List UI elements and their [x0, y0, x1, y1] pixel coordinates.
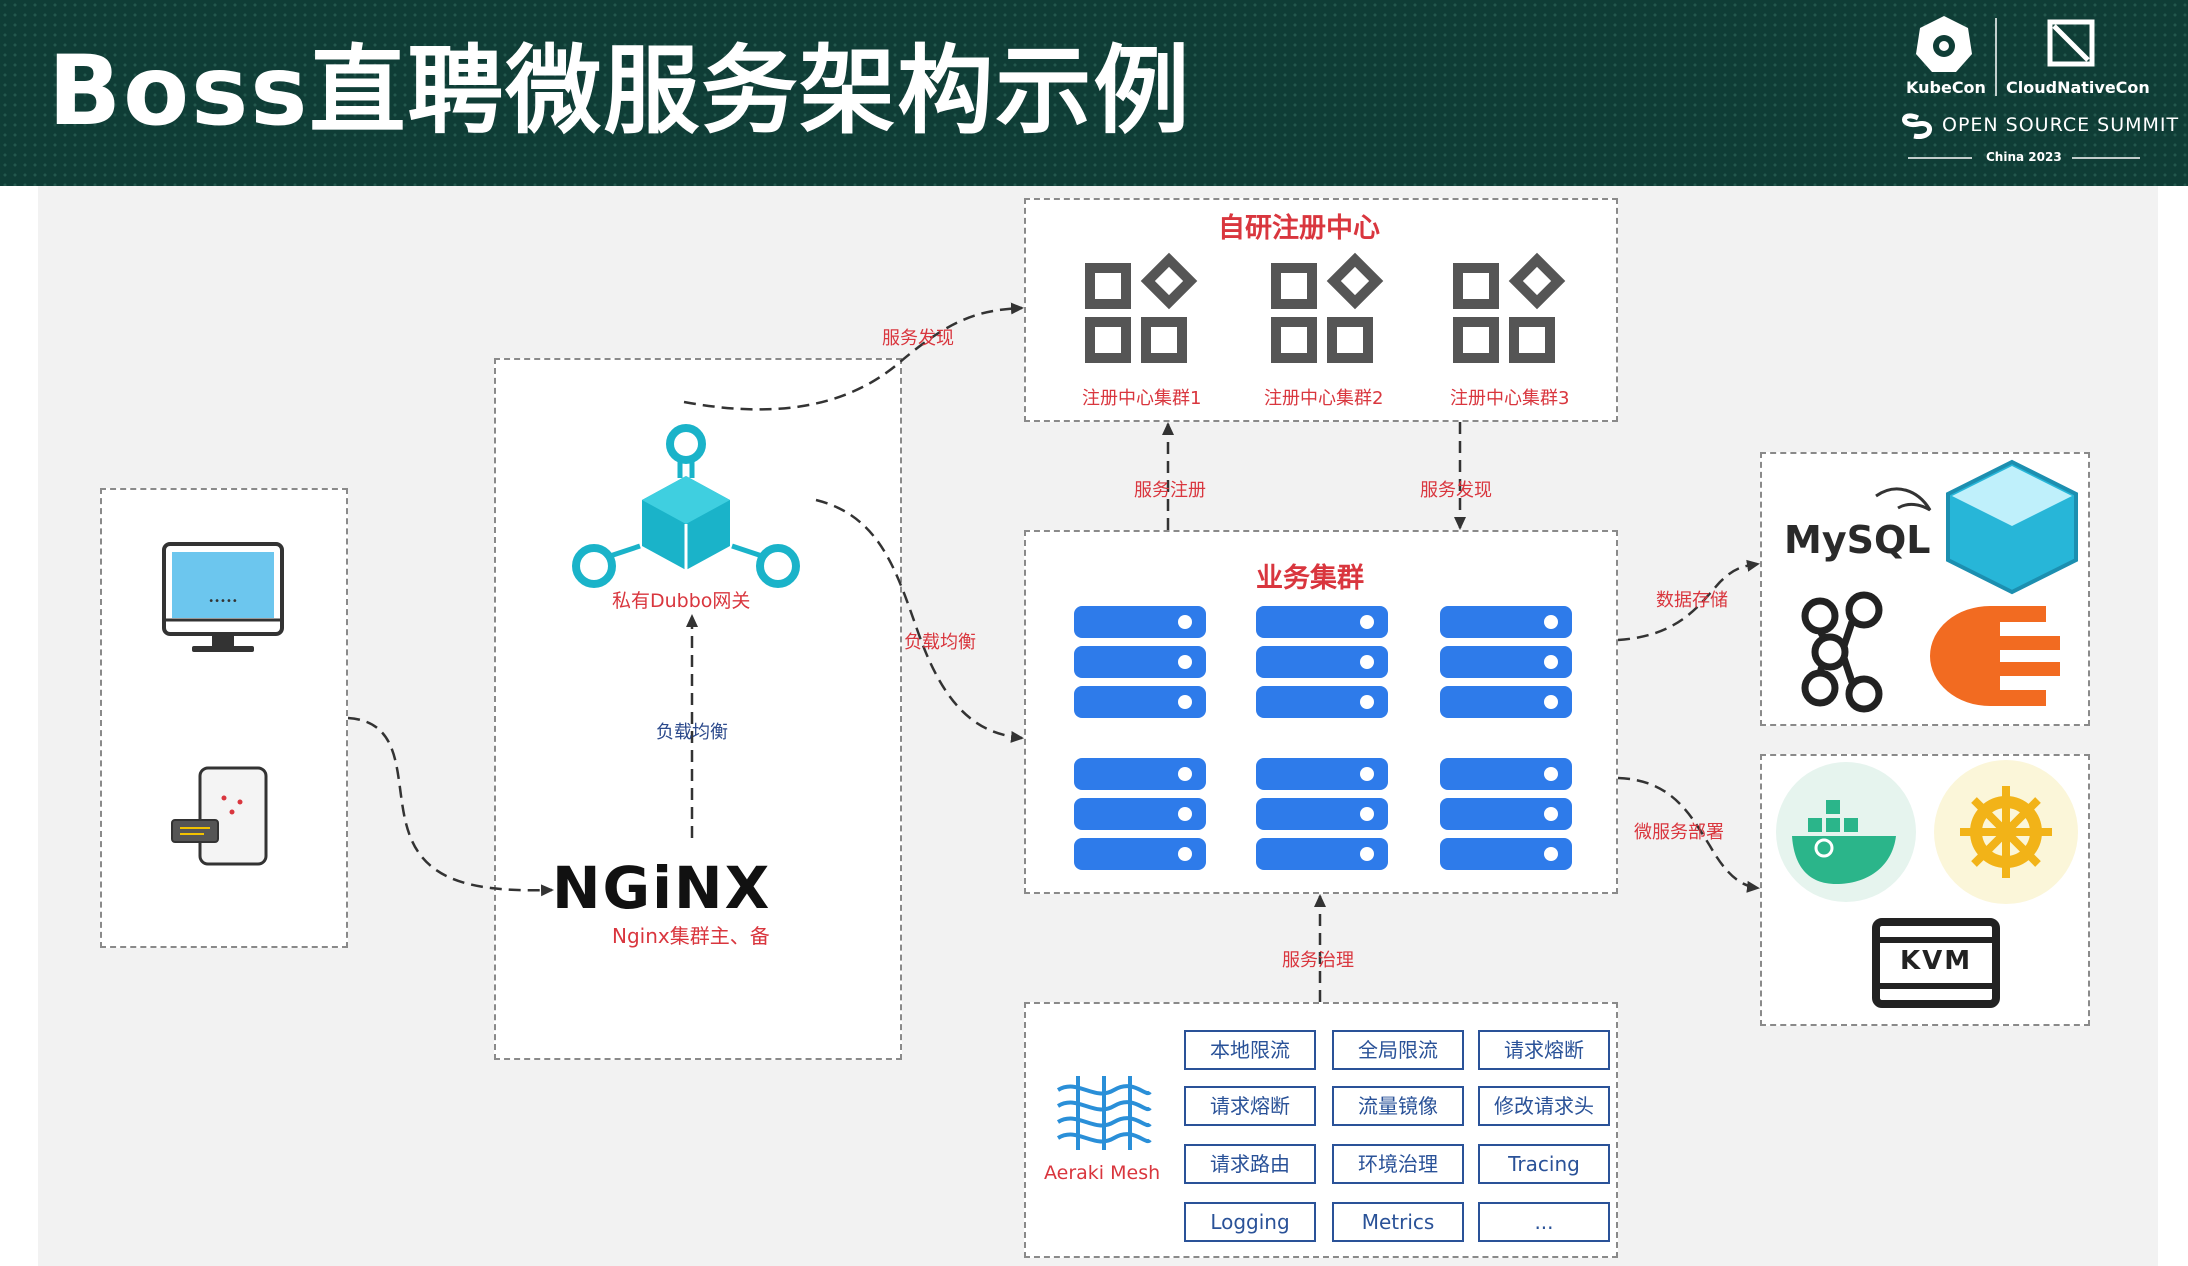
registry-cluster-2-icon	[1271, 252, 1384, 363]
edge-dubbo-to-business	[815, 498, 1024, 743]
mobile-phone-icon	[171, 766, 268, 866]
feature-tracing: Tracing	[1478, 1144, 1610, 1184]
server-icon	[1440, 758, 1572, 790]
gateway-box	[494, 358, 902, 1060]
server-icon	[1256, 758, 1388, 790]
kubecon-label: KubeCon	[1906, 78, 1986, 97]
feature-traffic-mirror: 流量镜像	[1332, 1086, 1464, 1126]
edge-label-lb-gateway: 负载均衡	[904, 632, 976, 653]
server-icon	[1440, 838, 1572, 870]
registry-cluster-2-label: 注册中心集群2	[1264, 388, 1384, 409]
open-source-summit-label: OPEN SOURCE SUMMIT	[1942, 114, 2180, 136]
docker-icon	[1776, 762, 1916, 902]
nginx-logo: NGiNX	[552, 854, 772, 922]
server-icon	[1074, 686, 1206, 718]
cloudnativecon-label: CloudNativeCon	[2006, 78, 2150, 97]
feature-circuit-break-2: 请求熔断	[1184, 1086, 1316, 1126]
edge-label-deploy: 微服务部署	[1634, 822, 1724, 843]
registry-cluster-3-icon	[1453, 252, 1566, 363]
dubbo-gateway-label: 私有Dubbo网关	[612, 590, 751, 612]
aeraki-mesh-label: Aeraki Mesh	[1044, 1162, 1161, 1184]
edge-label-lb-nginx: 负载均衡	[656, 722, 728, 743]
orange-database-icon	[1930, 606, 2060, 706]
kubecon-logo-icon	[1902, 16, 2140, 159]
registry-cluster-3-label: 注册中心集群3	[1450, 388, 1570, 409]
registry-cluster-1-label: 注册中心集群1	[1082, 388, 1202, 409]
server-icon	[1440, 686, 1572, 718]
edge-dubbo-to-registry	[683, 302, 1024, 411]
svg-text:•••••: •••••	[208, 596, 238, 607]
china-2023-label: China 2023	[1986, 150, 2062, 164]
edge-label-register: 服务注册	[1134, 480, 1206, 501]
edge-label-storage: 数据存储	[1656, 590, 1728, 611]
edge-business-to-storage	[1617, 559, 1760, 642]
feature-circuit-break: 请求熔断	[1478, 1030, 1610, 1070]
server-icon	[1074, 646, 1206, 678]
server-icon	[1256, 646, 1388, 678]
registry-cluster-1-icon	[1085, 252, 1198, 363]
dolphin-icon	[1875, 487, 1932, 512]
feature-env-governance: 环境治理	[1332, 1144, 1464, 1184]
helm-icon	[1934, 760, 2078, 904]
business-cluster-title: 业务集群	[1256, 563, 1364, 594]
edge-label-discovery-top: 服务发现	[882, 328, 954, 349]
edge-label-discovery-mid: 服务发现	[1420, 480, 1492, 501]
nginx-label: Nginx集群主、备	[612, 924, 770, 948]
header-pattern	[0, 0, 2188, 186]
server-icon	[1074, 838, 1206, 870]
kafka-icon	[1801, 591, 1883, 713]
kvm-label: KVM	[1900, 946, 1973, 976]
edge-client-to-nginx	[347, 716, 554, 897]
page-title: Boss直聘微服务架构示例	[48, 35, 1192, 147]
registry-box	[1024, 198, 1618, 422]
feature-global-rate-limit: 全局限流	[1332, 1030, 1464, 1070]
server-icon	[1256, 798, 1388, 830]
server-icon	[1074, 798, 1206, 830]
feature-metrics: Metrics	[1332, 1202, 1464, 1242]
header-banner: Boss直聘微服务架构示例 KubeCon CloudNativeCon OPE…	[0, 0, 2188, 186]
server-icon	[1440, 798, 1572, 830]
server-icon	[1256, 686, 1388, 718]
feature-modify-header: 修改请求头	[1478, 1086, 1610, 1126]
edge-business-to-deploy	[1617, 776, 1760, 893]
mysql-logo: MySQL	[1784, 518, 1931, 562]
desktop-monitor-icon: •••••	[162, 542, 284, 652]
server-icon	[1074, 758, 1206, 790]
redis-icon	[1946, 459, 2078, 595]
feature-more: ...	[1478, 1202, 1610, 1242]
feature-local-rate-limit: 本地限流	[1184, 1030, 1316, 1070]
server-icon	[1256, 606, 1388, 638]
server-icon	[1440, 646, 1572, 678]
feature-routing: 请求路由	[1184, 1144, 1316, 1184]
server-icon	[1440, 606, 1572, 638]
server-icon	[1074, 606, 1206, 638]
registry-title: 自研注册中心	[1218, 213, 1380, 244]
feature-logging: Logging	[1184, 1202, 1316, 1242]
edge-label-governance: 服务治理	[1282, 950, 1354, 971]
kvm-icon	[1872, 918, 2000, 1008]
server-icon	[1256, 838, 1388, 870]
